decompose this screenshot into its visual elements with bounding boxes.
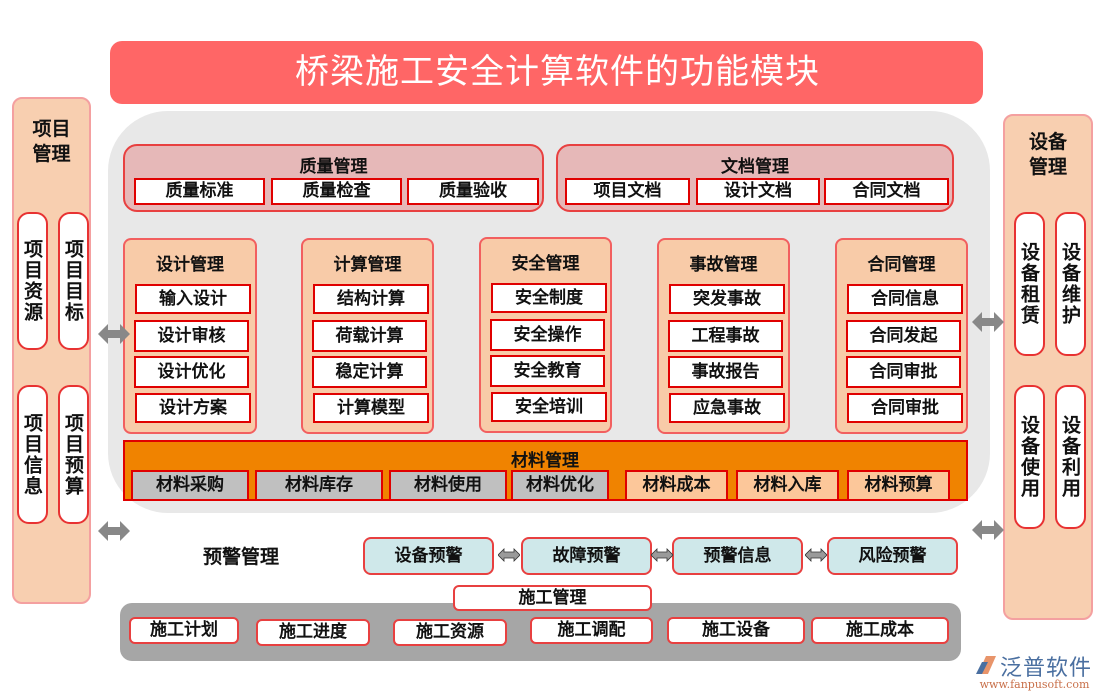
material-warehousing-item[interactable]: 材料入库	[736, 470, 839, 501]
calculation-management-title: 计算管理	[333, 255, 402, 275]
quality-acceptance-item[interactable]: 质量验收	[407, 178, 539, 205]
design-review-item[interactable]: 设计审核	[134, 320, 249, 352]
double-arrow-icon	[805, 548, 827, 562]
project-budget-item[interactable]: 项目预算	[58, 385, 89, 524]
equipment-warning-item[interactable]: 设备预警	[363, 537, 494, 575]
construction-management-title: 施工管理	[453, 585, 652, 611]
sudden-accident-item[interactable]: 突发事故	[669, 284, 785, 314]
construction-equipment-item[interactable]: 施工设备	[667, 617, 805, 644]
material-management-group: 材料管理 材料采购 材料库存 材料使用 材料优化 材料成本 材料入库 材料预算	[123, 440, 968, 501]
page-title: 桥梁施工安全计算软件的功能模块	[110, 41, 983, 104]
double-arrow-icon	[972, 520, 1004, 540]
double-arrow-icon	[972, 312, 1004, 332]
structural-calc-item[interactable]: 结构计算	[313, 284, 429, 314]
equipment-management-panel: 设备 管理	[1003, 114, 1093, 620]
safety-education-item[interactable]: 安全教育	[490, 355, 605, 387]
quality-standard-item[interactable]: 质量标准	[134, 178, 265, 205]
document-management-title: 文档管理	[721, 157, 789, 177]
fault-warning-item[interactable]: 故障预警	[521, 537, 652, 575]
material-management-title: 材料管理	[511, 451, 579, 471]
double-arrow-icon	[498, 548, 520, 562]
quality-management-title: 质量管理	[299, 157, 368, 177]
material-cost-item[interactable]: 材料成本	[625, 470, 728, 501]
fanpu-logo: 泛普软件 www.fanpusoft.com	[972, 650, 1097, 695]
logo-url: www.fanpusoft.com	[979, 678, 1090, 691]
project-management-title: 项目 管理	[32, 118, 71, 165]
calculation-management-module: 计算管理 结构计算 荷载计算 稳定计算 计算模型	[301, 238, 434, 434]
design-management-title: 设计管理	[156, 255, 224, 275]
project-goals-item[interactable]: 项目目标	[58, 212, 89, 350]
contract-approval-item[interactable]: 合同审批	[846, 356, 961, 388]
material-purchase-item[interactable]: 材料采购	[131, 470, 249, 501]
document-management-group: 文档管理 项目文档 设计文档 合同文档	[556, 144, 954, 212]
contract-management-title: 合同管理	[867, 255, 936, 275]
equipment-management-title: 设备 管理	[1028, 131, 1067, 178]
logo-name: 泛普软件	[1000, 656, 1093, 681]
project-resources-item[interactable]: 项目资源	[17, 212, 48, 350]
contract-initiate-item[interactable]: 合同发起	[846, 320, 961, 352]
engineering-accident-item[interactable]: 工程事故	[668, 320, 783, 352]
equipment-rental-item[interactable]: 设备租赁	[1014, 212, 1045, 356]
construction-progress-item[interactable]: 施工进度	[256, 619, 370, 646]
double-arrow-icon	[98, 324, 130, 344]
equipment-utilization-item[interactable]: 设备利用	[1055, 385, 1086, 529]
contract-approval-item-2[interactable]: 合同审批	[847, 393, 963, 423]
calc-model-item[interactable]: 计算模型	[313, 393, 429, 423]
double-arrow-icon	[98, 521, 130, 541]
design-optimize-item[interactable]: 设计优化	[134, 356, 249, 388]
design-input-item[interactable]: 输入设计	[135, 284, 251, 314]
design-management-module: 设计管理 输入设计 设计审核 设计优化 设计方案	[123, 238, 257, 434]
risk-warning-item[interactable]: 风险预警	[827, 537, 958, 575]
material-usage-item[interactable]: 材料使用	[389, 470, 507, 501]
emergency-accident-item[interactable]: 应急事故	[669, 393, 785, 423]
double-arrow-icon	[651, 548, 673, 562]
safety-operation-item[interactable]: 安全操作	[490, 319, 605, 351]
safety-management-title: 安全管理	[511, 254, 580, 274]
safety-management-module: 安全管理 安全制度 安全操作 安全教育 安全培训	[479, 237, 612, 433]
material-budget-item[interactable]: 材料预算	[847, 470, 950, 501]
construction-resources-item[interactable]: 施工资源	[393, 619, 507, 646]
construction-plan-item[interactable]: 施工计划	[129, 617, 239, 644]
project-info-item[interactable]: 项目信息	[17, 385, 48, 524]
load-calc-item[interactable]: 荷载计算	[312, 320, 427, 352]
quality-inspection-item[interactable]: 质量检查	[271, 178, 402, 205]
safety-training-item[interactable]: 安全培训	[491, 392, 607, 422]
construction-cost-item[interactable]: 施工成本	[811, 617, 949, 644]
safety-policy-item[interactable]: 安全制度	[491, 283, 607, 313]
equipment-usage-item[interactable]: 设备使用	[1014, 385, 1045, 529]
warning-info-item[interactable]: 预警信息	[672, 537, 803, 575]
warning-management-title: 预警管理	[203, 546, 280, 568]
design-plan-item[interactable]: 设计方案	[135, 393, 251, 423]
accident-management-module: 事故管理 突发事故 工程事故 事故报告 应急事故	[657, 238, 790, 434]
project-document-item[interactable]: 项目文档	[565, 178, 690, 205]
project-management-panel: 项目 管理	[12, 97, 91, 604]
equipment-maintenance-item[interactable]: 设备维护	[1055, 212, 1086, 356]
construction-dispatch-item[interactable]: 施工调配	[530, 617, 653, 644]
quality-management-group: 质量管理 质量标准 质量检查 质量验收	[123, 144, 544, 212]
material-inventory-item[interactable]: 材料库存	[255, 470, 383, 501]
accident-report-item[interactable]: 事故报告	[668, 356, 783, 388]
accident-management-title: 事故管理	[689, 255, 758, 275]
contract-document-item[interactable]: 合同文档	[824, 178, 949, 205]
contract-info-item[interactable]: 合同信息	[847, 284, 963, 314]
design-document-item[interactable]: 设计文档	[696, 178, 820, 205]
stability-calc-item[interactable]: 稳定计算	[312, 356, 427, 388]
logo-mark-icon	[976, 656, 996, 674]
contract-management-module: 合同管理 合同信息 合同发起 合同审批 合同审批	[835, 238, 968, 434]
material-optimize-item[interactable]: 材料优化	[511, 470, 609, 501]
